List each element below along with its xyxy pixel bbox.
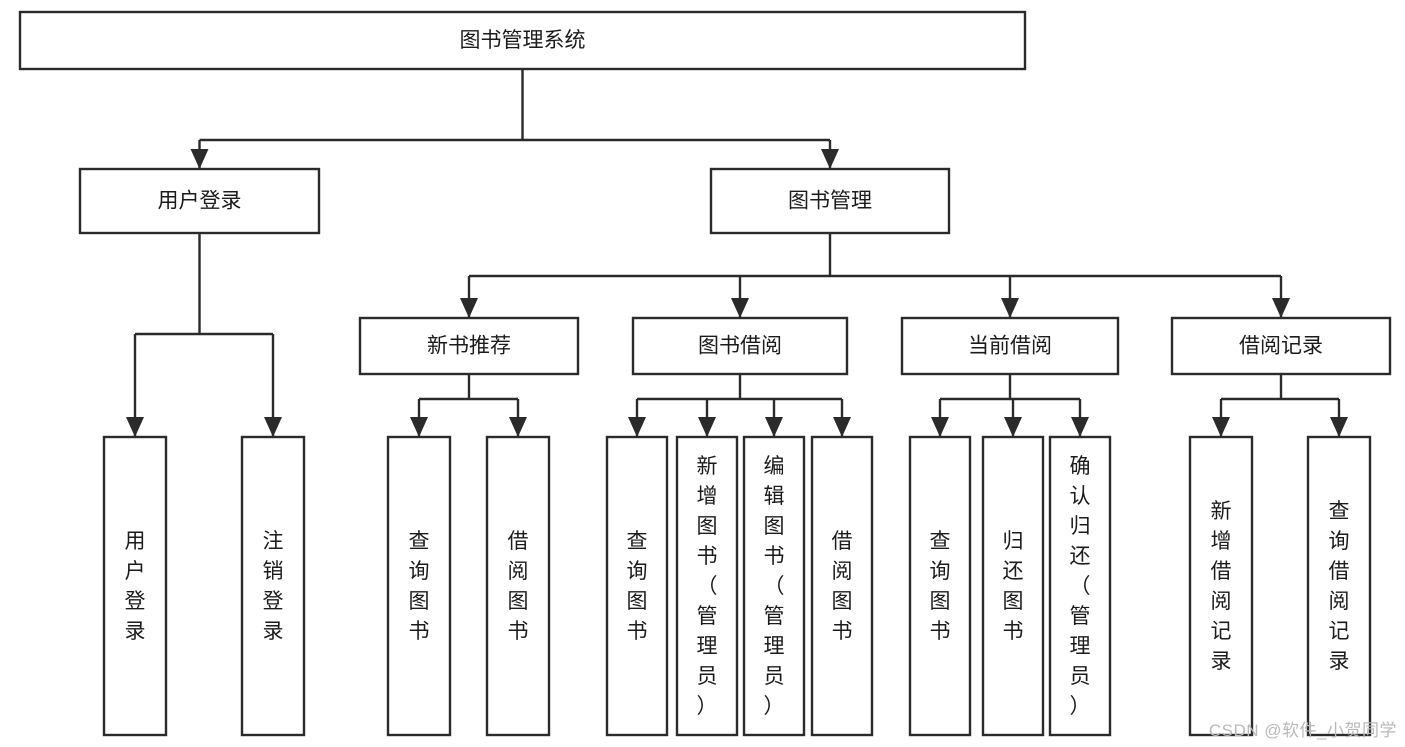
node-label-leaf-borrow-book-1: 借阅图书 [508,530,529,643]
arrow-head-icon [931,417,949,437]
connector-group-book-management [460,233,1290,318]
node-label-leaf-return-book: 归还图书 [1003,530,1024,643]
node-box-leaf-logout-login [240,435,306,737]
node-box-leaf-return-book [981,435,1045,737]
arrow-head-icon [821,149,839,169]
node-leaf-borrow-book-1[interactable]: 借阅图书 [485,435,551,737]
node-box-leaf-query-borrow-record [1306,435,1372,737]
node-leaf-add-borrow-record[interactable]: 新增借阅记录 [1188,435,1254,737]
node-label-leaf-add-borrow-record: 新增借阅记录 [1211,500,1232,673]
node-box-user-login [78,167,321,235]
node-box-new-book-recommend [358,316,580,376]
arrow-head-icon [1272,298,1290,318]
node-leaf-add-book-admin[interactable]: 新增图书（管理员） [675,435,739,737]
arrow-head-icon [731,298,749,318]
node-label-root: 图书管理系统 [460,29,586,52]
node-label-leaf-query-borrow-record: 查询借阅记录 [1329,500,1350,673]
node-box-leaf-user-login [102,435,168,737]
node-leaf-borrow-book-2[interactable]: 借阅图书 [810,435,874,737]
node-label-book-management: 图书管理 [788,190,872,213]
arrow-head-icon [460,298,478,318]
arrow-head-icon [264,417,282,437]
node-label-leaf-confirm-return-admin: 确认归还（管理员） [1070,455,1091,718]
node-label-leaf-borrow-book-2: 借阅图书 [832,530,853,643]
arrow-head-icon [410,417,428,437]
connector-group-user-login [126,233,282,437]
node-root[interactable]: 图书管理系统 [18,10,1027,71]
connectors-layer [126,69,1348,437]
arrow-head-icon [190,149,209,169]
node-box-leaf-edit-book-admin [742,435,806,737]
arrow-head-icon [1212,417,1230,437]
node-borrow-record[interactable]: 借阅记录 [1170,316,1392,376]
node-box-leaf-query-book-2 [605,435,669,737]
arrow-head-icon [1001,298,1019,318]
node-user-login[interactable]: 用户登录 [78,167,321,235]
node-label-book-borrow: 图书借阅 [698,335,782,358]
node-leaf-query-book-3[interactable]: 查询图书 [908,435,972,737]
arrow-head-icon [765,417,783,437]
node-box-leaf-query-book-1 [386,435,452,737]
node-label-current-borrow: 当前借阅 [968,335,1052,358]
node-book-borrow[interactable]: 图书借阅 [631,316,849,376]
node-label-leaf-edit-book-admin: 编辑图书（管理员） [764,455,785,718]
connector-group-new-book-recommend [410,374,527,437]
arrow-head-icon [628,417,646,437]
nodes-layer: 图书管理系统用户登录图书管理新书推荐图书借阅当前借阅借阅记录用户登录注销登录查询… [18,10,1392,737]
node-leaf-user-login[interactable]: 用户登录 [102,435,168,737]
node-label-borrow-record: 借阅记录 [1239,335,1323,358]
node-box-leaf-query-book-3 [908,435,972,737]
arrow-head-icon [509,417,527,437]
node-new-book-recommend[interactable]: 新书推荐 [358,316,580,376]
node-label-leaf-query-book-3: 查询图书 [930,530,951,643]
node-label-leaf-add-book-admin: 新增图书（管理员） [697,455,718,718]
node-box-root [18,10,1027,71]
connector-group-borrow-record [1212,374,1348,437]
node-box-borrow-record [1170,316,1392,376]
node-box-leaf-borrow-book-1 [485,435,551,737]
node-label-user-login: 用户登录 [158,190,242,213]
arrow-head-icon [833,417,851,437]
connector-group-book-borrow [628,374,851,437]
node-box-book-management [709,167,951,235]
arrow-head-icon [1071,417,1089,437]
node-box-leaf-add-book-admin [675,435,739,737]
connector-group-current-borrow [931,374,1089,437]
arrow-head-icon [698,417,716,437]
arrow-head-icon [126,417,144,437]
node-box-leaf-add-borrow-record [1188,435,1254,737]
node-leaf-query-borrow-record[interactable]: 查询借阅记录 [1306,435,1372,737]
node-box-current-borrow [900,316,1120,376]
node-leaf-confirm-return-admin[interactable]: 确认归还（管理员） [1048,435,1112,737]
connector-group-root [190,69,839,169]
node-label-leaf-user-login: 用户登录 [125,530,146,643]
node-leaf-logout-login[interactable]: 注销登录 [240,435,306,737]
node-box-book-borrow [631,316,849,376]
node-box-leaf-confirm-return-admin [1048,435,1112,737]
node-box-leaf-borrow-book-2 [810,435,874,737]
node-label-leaf-query-book-1: 查询图书 [409,530,430,643]
arrow-head-icon [1004,417,1022,437]
watermark-label: CSDN @软件_小贺同学 [1208,721,1397,740]
arrow-head-icon [1330,417,1348,437]
node-label-leaf-query-book-2: 查询图书 [627,530,648,643]
node-current-borrow[interactable]: 当前借阅 [900,316,1120,376]
node-leaf-edit-book-admin[interactable]: 编辑图书（管理员） [742,435,806,737]
node-leaf-return-book[interactable]: 归还图书 [981,435,1045,737]
node-label-leaf-logout-login: 注销登录 [263,530,284,643]
node-leaf-query-book-1[interactable]: 查询图书 [386,435,452,737]
node-leaf-query-book-2[interactable]: 查询图书 [605,435,669,737]
node-label-new-book-recommend: 新书推荐 [427,335,511,358]
node-book-management[interactable]: 图书管理 [709,167,951,235]
